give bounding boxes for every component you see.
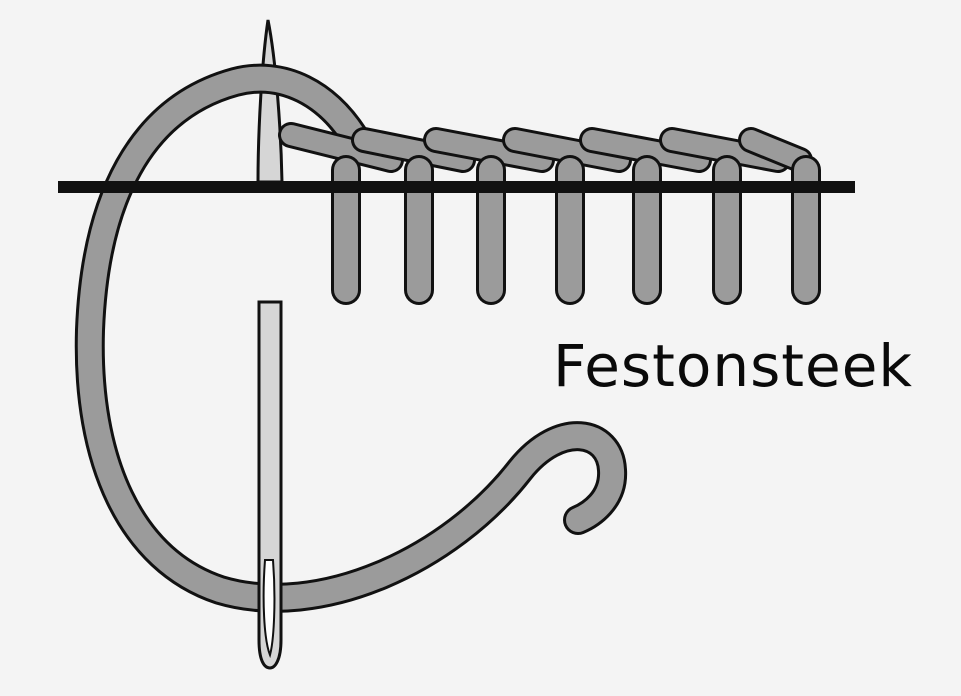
needle-tip bbox=[256, 19, 284, 184]
stitch-1 bbox=[278, 122, 404, 305]
diagram-label: Festonsteek bbox=[553, 332, 913, 400]
working-thread bbox=[74, 63, 628, 613]
needle bbox=[257, 300, 283, 670]
stitch-2 bbox=[351, 127, 476, 305]
stitches bbox=[278, 122, 821, 305]
